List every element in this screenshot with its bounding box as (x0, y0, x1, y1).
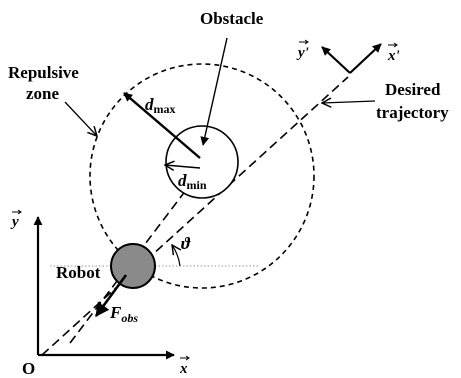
x-prime-label: x' (387, 48, 400, 64)
dmax-label-sub: max (154, 102, 176, 116)
fobs-label-sub: obs (121, 311, 138, 325)
dmin-label: dmin (178, 171, 207, 192)
dmax-arrow (123, 92, 201, 159)
origin-label: O (22, 359, 35, 378)
y-prime-label: y' (296, 45, 309, 61)
robot-circle (110, 243, 156, 289)
x-axis-label: x (179, 361, 188, 377)
dmax-label: dmax (145, 95, 176, 116)
desired-trajectory-label-line2: trajectory (376, 103, 449, 122)
robot-label: Robot (56, 263, 101, 282)
obstacle-label: Obstacle (200, 9, 264, 28)
theta-label: ϑ (181, 234, 191, 253)
y-axis-label: y (10, 214, 19, 230)
obstacle-pointer (200, 37, 228, 146)
repulsive-zone-label-line2: zone (26, 84, 60, 103)
repulsive-zone-pointer (64, 101, 97, 136)
dmin-label-sub: min (187, 178, 207, 192)
local-y-prime-axis (321, 46, 351, 74)
desired-trajectory-line (41, 76, 349, 356)
repulsive-zone-circle (89, 63, 315, 289)
fobs-label-base: F (109, 303, 122, 322)
robot-obstacle-line (69, 164, 206, 344)
fobs-arrow (94, 274, 128, 317)
theta-angle-arc (172, 245, 180, 267)
dmax-label-base: d (145, 95, 154, 114)
repulsive-zone-label-line1: Repulsive (8, 63, 79, 82)
fobs-label: Fobs (109, 303, 138, 325)
dmin-arrow (165, 165, 201, 168)
dmin-label-base: d (178, 171, 187, 190)
desired-trajectory-pointer (322, 101, 376, 103)
desired-trajectory-label-line1: Desired (385, 80, 441, 99)
vector-accents (12, 39, 398, 361)
local-x-prime-axis (349, 43, 382, 74)
